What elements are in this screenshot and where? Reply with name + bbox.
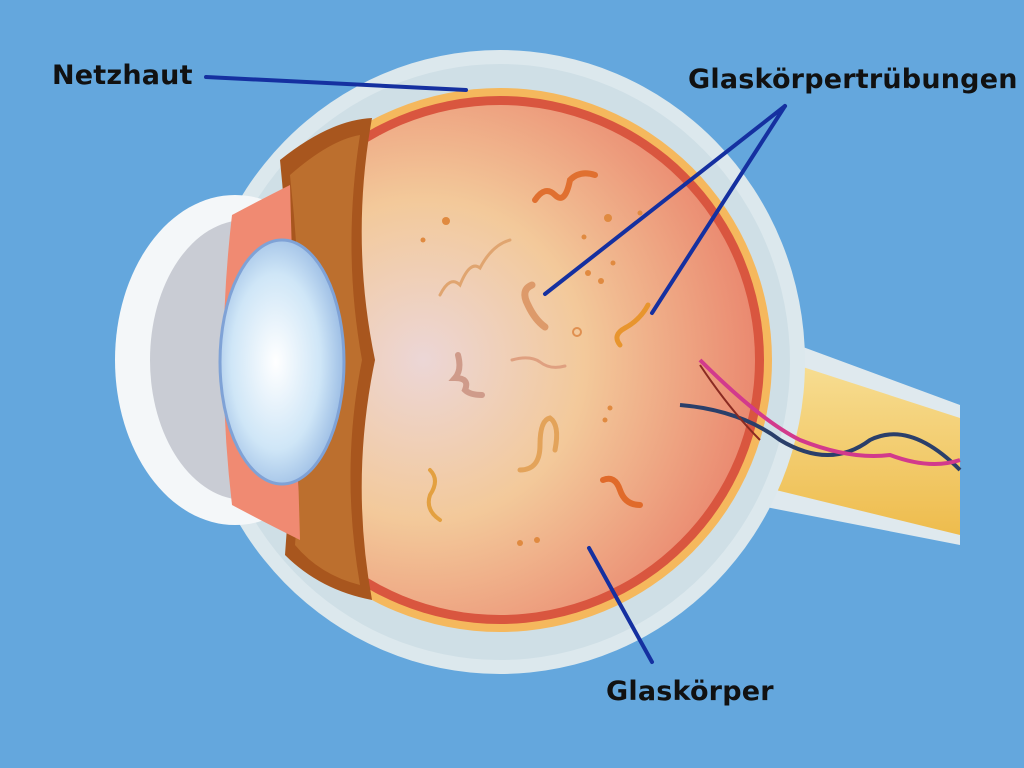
blood-vessel [679,403,962,472]
retina-leader-line [204,75,468,92]
vitreous-body [245,105,755,615]
lens [218,238,346,486]
label-vitreous-floaters: Glaskörpertrübungen [688,64,1018,95]
vitreous-leader-line [587,546,654,664]
floaters-leader-line-1 [543,104,787,296]
label-vitreous-body: Glaskörper [606,676,774,707]
floaters [426,170,651,522]
floater-dots [420,210,643,546]
label-retina: Netzhaut [52,60,193,91]
leader-lines [204,75,787,664]
floaters-leader-line-2 [650,104,787,315]
